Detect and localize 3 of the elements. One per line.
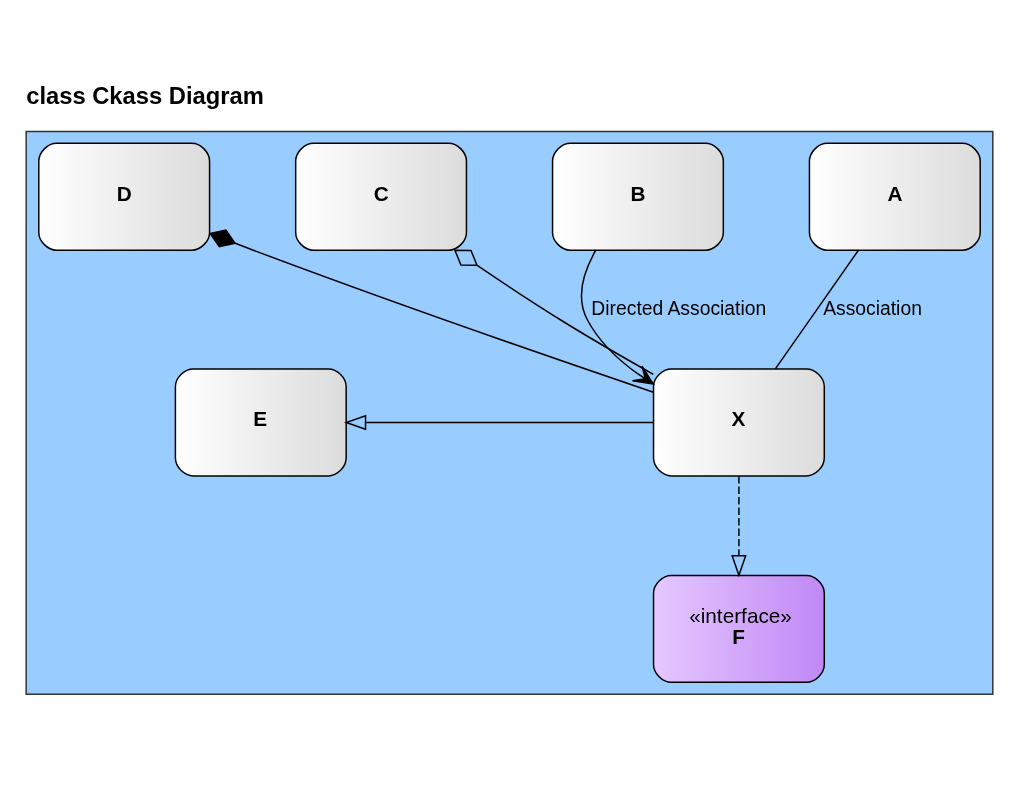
- edge-label: Directed Association: [591, 297, 767, 319]
- edge-label: Association: [823, 297, 922, 319]
- diagram-title: class Ckass Diagram: [26, 82, 264, 110]
